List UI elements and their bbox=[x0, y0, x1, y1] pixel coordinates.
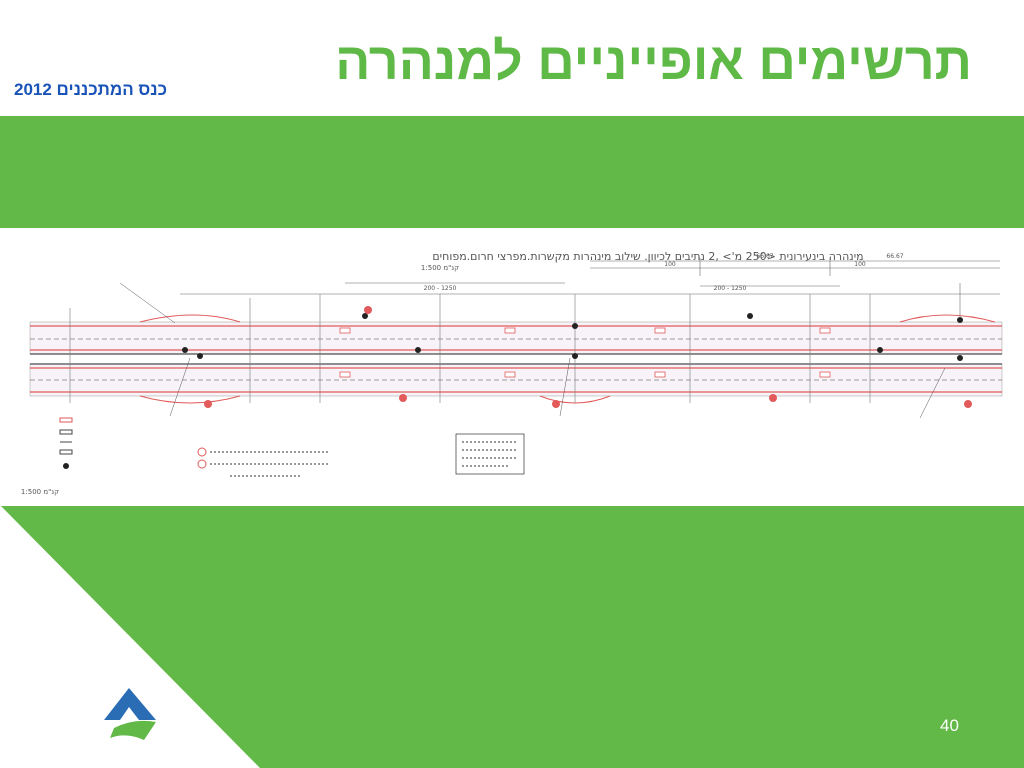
range-label: 200 - 1250 bbox=[424, 285, 457, 292]
slide-title: תרשימים אופייניים למנהרה bbox=[335, 33, 972, 91]
netivei-israel-logo bbox=[14, 680, 164, 750]
dimension-label: 66.67 bbox=[886, 253, 903, 260]
legend-middle bbox=[197, 447, 330, 477]
tunnel-bore-upper bbox=[29, 321, 1003, 355]
corner-white-triangle bbox=[0, 505, 260, 768]
drawing-scale-bottom: 1:500 קנ"מ bbox=[21, 488, 59, 496]
page-number: 40 bbox=[940, 716, 959, 735]
dimension-label: 66.67 bbox=[756, 253, 773, 260]
notes-box bbox=[455, 433, 525, 475]
drawing-heading: מינהרה בינעירונית <250 מ'> ,2 נתיבים לכי… bbox=[432, 250, 863, 263]
range-label: 200 - 1250 bbox=[714, 285, 747, 292]
conference-label: כנס המתכננים 2012 bbox=[14, 80, 168, 99]
tunnel-plan-drawing: מינהרה בינעירונית <250 מ'> ,2 נתיבים לכי… bbox=[0, 228, 1024, 506]
dimension-label: 100 bbox=[854, 261, 866, 268]
legend-left bbox=[59, 417, 73, 469]
drawing-scale-top: 1:500 קנ"מ bbox=[421, 264, 459, 272]
tunnel-bore-lower bbox=[29, 363, 1003, 397]
dimension-label: 100 bbox=[664, 261, 676, 268]
